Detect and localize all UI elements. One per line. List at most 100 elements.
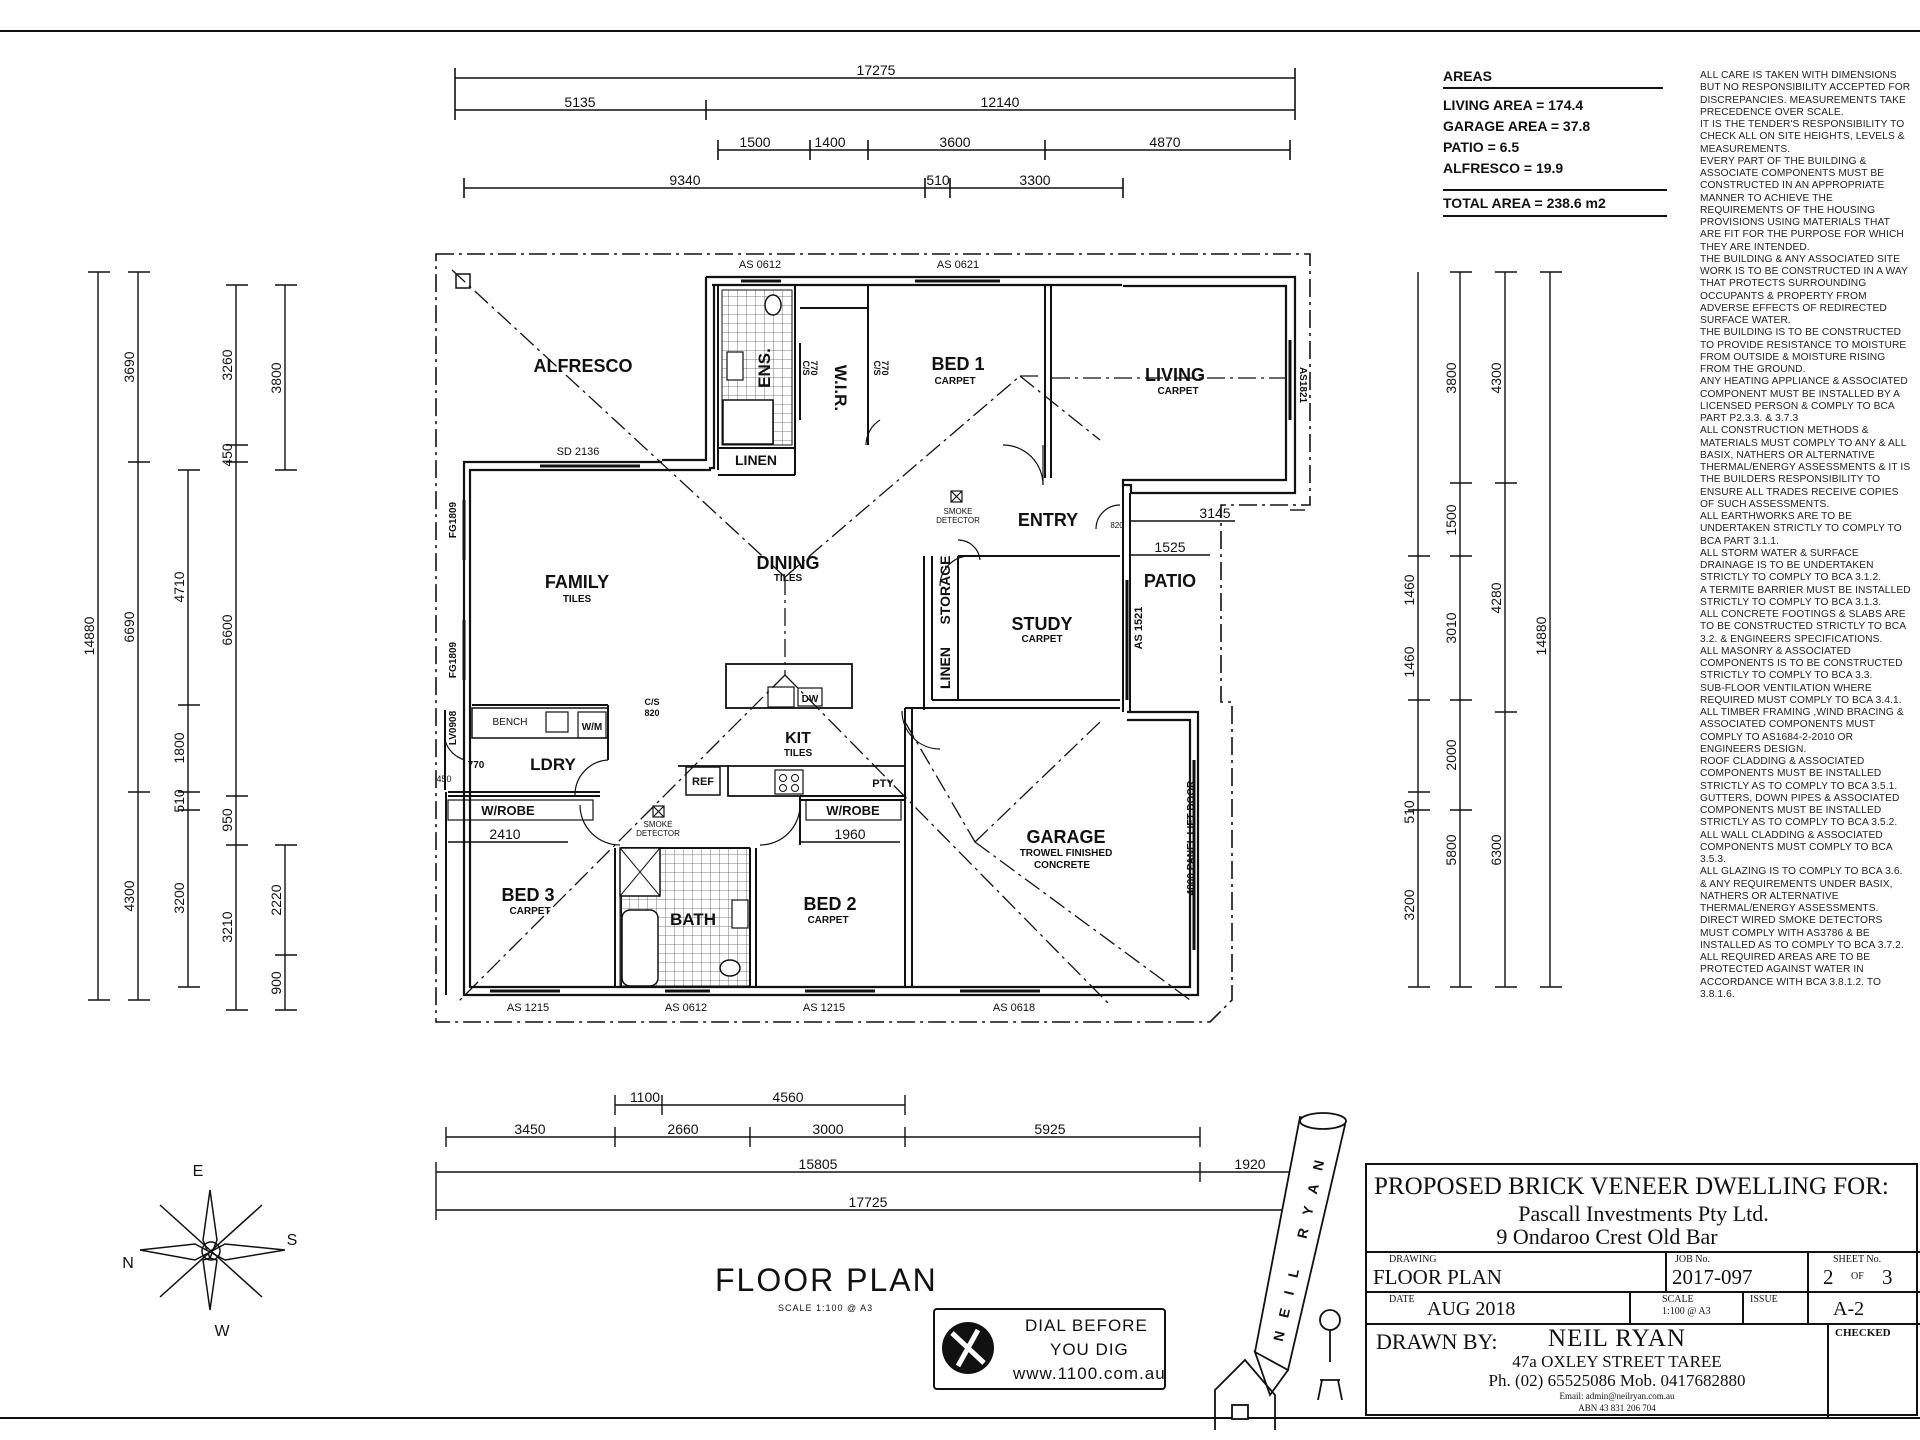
room-garage-door: 4800 PANEL LIFT DOOR <box>1186 780 1197 895</box>
dial-line1: DIAL BEFORE <box>1025 1316 1148 1335</box>
dim-right-c1: 4300 <box>1488 362 1504 393</box>
floor-plan <box>435 253 1311 1023</box>
dim-right-a4: 2000 <box>1443 739 1459 770</box>
window-entry: 820 <box>1110 521 1124 530</box>
dimension-text: 17275 5135 12140 1500 1400 3600 4870 934… <box>489 62 1265 1210</box>
tb-sheet-label: SHEET No. <box>1833 1254 1882 1265</box>
room-bed1: BED 1 <box>931 354 984 374</box>
room-bed3: BED 3 <box>501 885 554 905</box>
room-bed2-finish: CARPET <box>807 915 848 926</box>
tb-issue: A-2 <box>1833 1298 1865 1320</box>
dial-before-you-dig: DIAL BEFORE YOU DIG www.1100.com.au <box>933 1308 1166 1390</box>
compass-w: W <box>214 1323 230 1340</box>
room-dining-finish: TILES <box>774 573 803 584</box>
compass-rose <box>139 1189 286 1311</box>
tb-scale-label: SCALE <box>1662 1294 1694 1305</box>
window-b2: AS 0612 <box>665 1002 707 1014</box>
note: ALL MASONRY & ASSOCIATED COMPONENTS IS T… <box>1700 645 1903 682</box>
dim-left-d3: 900 <box>268 971 284 995</box>
tb-scale: 1:100 @ A3 <box>1662 1306 1711 1317</box>
window-b1: AS 1215 <box>507 1002 549 1014</box>
room-labels-vertical: ENS. W.I.R. C/S 770 C/S 770 STORAGE LINE… <box>436 348 1308 895</box>
dim-bottom-b3: 3000 <box>812 1121 843 1137</box>
tb-checked-label: CHECKED <box>1835 1327 1891 1339</box>
room-garage: GARAGE <box>1026 827 1105 847</box>
dim-inner-1525: 1525 <box>1154 539 1185 555</box>
room-labels-small: SMOKE DETECTOR SMOKE DETECTOR BENCH AS 0… <box>492 259 1124 1014</box>
dim-bottom-c2: 1920 <box>1234 1156 1265 1172</box>
dim-top-a1: 5135 <box>564 94 595 110</box>
room-wrobe1: W/ROBE <box>481 803 535 818</box>
dim-inner-2410: 2410 <box>489 826 520 842</box>
room-cs1-w: 770 <box>809 360 819 375</box>
dim-left-a1: 3690 <box>121 351 137 382</box>
window-top1: AS 0612 <box>739 259 781 271</box>
room-smoke1b: DETECTOR <box>936 516 980 525</box>
window-fg2: FG1809 <box>448 641 459 678</box>
dim-bottom-d1: 17725 <box>849 1194 888 1210</box>
dim-bottom-a2: 4560 <box>772 1089 803 1105</box>
room-cs2: C/S <box>872 360 882 375</box>
dim-top-c2: 510 <box>926 172 950 188</box>
note: ALL EARTHWORKS ARE TO BE UNDERTAKEN STRI… <box>1700 511 1902 547</box>
note: IT IS THE TENDER'S RESPONSIBILITY TO CHE… <box>1700 119 1905 155</box>
dim-right-b2: 1460 <box>1401 646 1417 677</box>
room-study: STUDY <box>1011 614 1072 634</box>
dim-left-a3: 4300 <box>121 880 137 911</box>
dim-right-a1: 3800 <box>1443 362 1459 393</box>
drawing-title: FLOOR PLAN <box>715 1262 938 1298</box>
area-living: LIVING AREA = 174.4 <box>1443 97 1584 113</box>
window-fg1: FG1809 <box>448 501 459 538</box>
tb-email: Email: admin@neilryan.com.au <box>1559 1391 1675 1401</box>
note: ALL CONCRETE FOOTINGS & SLABS ARE TO BE … <box>1700 609 1906 645</box>
tb-issue-label: ISSUE <box>1750 1294 1778 1305</box>
room-wir: W.I.R. <box>831 365 850 411</box>
note: A TERMITE BARRIER MUST BE INSTALLED STRI… <box>1700 584 1911 608</box>
dim-left-a2: 6690 <box>121 611 137 642</box>
tb-address: 9 Ondaroo Crest Old Bar <box>1496 1224 1718 1249</box>
dim-top-b3: 3600 <box>939 134 970 150</box>
tb-drawn-addr: 47a OXLEY STREET TAREE <box>1512 1352 1722 1371</box>
room-kit-finish: TILES <box>784 748 813 759</box>
note: EVERY PART OF THE BUILDING & ASSOCIATE C… <box>1700 155 1904 253</box>
tb-client: Pascall Investments Pty Ltd. <box>1518 1201 1769 1226</box>
dial-line2: YOU DIG <box>1050 1340 1129 1359</box>
dim-top-a2: 12140 <box>981 94 1020 110</box>
room-kit: KIT <box>785 730 811 747</box>
room-as-patio: AS 1521 <box>1133 607 1145 650</box>
dim-left-b3: 510 <box>171 789 187 813</box>
dimension-text-vertical: 14880 3690 6690 4300 4710 1800 510 3200 … <box>81 349 1549 994</box>
note: SUB-FLOOR VENTILATION WHERE REQUIRED MUS… <box>1700 682 1902 706</box>
dial-url: www.1100.com.au <box>1013 1364 1166 1383</box>
room-smoke2: SMOKE <box>644 820 673 829</box>
neil-ryan-logo <box>1214 1112 1347 1430</box>
room-storage: STORAGE <box>937 556 953 625</box>
note: THE BUILDING & ANY ASSOCIATED SITE WORK … <box>1700 253 1908 326</box>
dim-inner-450: 450 <box>436 774 451 784</box>
window-top2: AS 0621 <box>937 259 979 271</box>
room-bench: BENCH <box>492 717 527 728</box>
tb-drawn-label: DRAWN BY: <box>1376 1329 1498 1354</box>
dim-left-c1: 3260 <box>219 349 235 380</box>
room-linen-top: LINEN <box>735 452 777 468</box>
dim-bottom-c1: 15805 <box>799 1156 838 1172</box>
areas-heading: AREAS <box>1443 68 1663 89</box>
tb-job: 2017-097 <box>1672 1265 1753 1289</box>
note: ALL STORM WATER & SURFACE DRAINAGE IS TO… <box>1700 547 1882 584</box>
dim-bottom-b2: 2660 <box>667 1121 698 1137</box>
dim-right-c2: 4280 <box>1488 582 1504 613</box>
tb-drawing-label: DRAWING <box>1389 1254 1437 1265</box>
room-ldry: LDRY <box>530 755 576 774</box>
note: ALL GLAZING IS TO COMPLY TO BCA 3.6. & A… <box>1700 866 1903 914</box>
dim-right-b1: 1460 <box>1401 574 1417 605</box>
room-bed3-finish: CARPET <box>509 906 550 917</box>
note: ALL CARE IS TAKEN WITH DIMENSIONS BUT NO… <box>1700 70 1911 118</box>
note: GUTTERS, DOWN PIPES & ASSOCIATED COMPONE… <box>1700 792 1900 829</box>
tb-drawing: FLOOR PLAN <box>1373 1265 1502 1289</box>
dim-inner-1960: 1960 <box>834 826 865 842</box>
room-bed2: BED 2 <box>803 894 856 914</box>
dim-left-overall: 14880 <box>81 616 97 655</box>
room-alfresco: ALFRESCO <box>534 356 633 376</box>
dim-right-b4: 3200 <box>1401 889 1417 920</box>
